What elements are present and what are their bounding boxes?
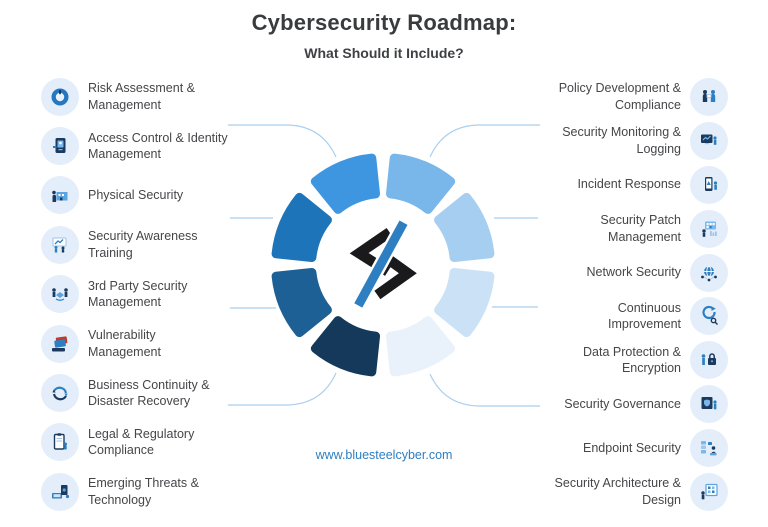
third-party-handshake-icon xyxy=(41,275,79,314)
architecture-blueprint-icon xyxy=(690,472,728,511)
roadmap-item: Data Protection & Encryption xyxy=(547,338,728,382)
ring-segment-8 xyxy=(310,153,381,214)
roadmap-item-label: Legal & Regulatory Compliance xyxy=(88,426,195,458)
roadmap-item: Security Governance xyxy=(547,382,728,426)
roadmap-item: Emerging Threats & Technology xyxy=(41,467,230,516)
page-title: Cybersecurity Roadmap: xyxy=(251,10,517,35)
ring-segment-4 xyxy=(385,316,456,377)
roadmap-item: Risk Assessment & Management xyxy=(41,72,230,121)
bluesteel-lightning-logo xyxy=(349,219,417,309)
id-card-icon xyxy=(41,127,79,166)
roadmap-item: Physical Security xyxy=(41,171,230,220)
roadmap-item-label: Data Protection & Encryption xyxy=(583,344,681,376)
ring-segment-3 xyxy=(434,267,495,338)
roadmap-item: Endpoint Security xyxy=(547,426,728,470)
roadmap-item: 3rd Party Security Management xyxy=(41,270,230,319)
roadmap-item-label: Security Monitoring & Logging xyxy=(562,125,681,156)
header: Cybersecurity Roadmap: What Should it In… xyxy=(0,10,768,61)
ring-segment-7 xyxy=(271,192,332,263)
roadmap-item-label: Security Governance xyxy=(564,396,681,411)
data-lock-icon xyxy=(690,341,728,380)
roadmap-item: Vulnerability Management xyxy=(41,319,230,368)
connector-line xyxy=(429,373,540,407)
roadmap-item: Continuous Improvement xyxy=(547,294,728,338)
roadmap-item: Policy Development & Compliance xyxy=(547,75,728,119)
endpoint-devices-icon xyxy=(690,429,728,468)
continuity-arrows-icon xyxy=(41,374,79,413)
roadmap-item: Incident Response xyxy=(547,163,728,207)
continuous-improvement-icon xyxy=(690,297,728,336)
connector-line xyxy=(228,372,337,406)
legal-clipboard-icon xyxy=(41,423,79,462)
roadmap-item-label: Endpoint Security xyxy=(583,440,681,455)
roadmap-item: Security Awareness Training xyxy=(41,220,230,269)
patch-management-icon xyxy=(690,209,728,248)
roadmap-item-label: Incident Response xyxy=(577,177,681,192)
roadmap-item: Business Continuity & Disaster Recovery xyxy=(41,368,230,417)
connector-line xyxy=(228,124,337,158)
training-presentation-icon xyxy=(41,225,79,264)
roadmap-item-label: Risk Assessment & Management xyxy=(88,81,195,112)
roadmap-item: Security Architecture & Design xyxy=(547,470,728,514)
emerging-tech-icon xyxy=(41,472,79,511)
segmented-ring xyxy=(271,153,495,377)
ring-segment-1 xyxy=(385,153,456,214)
page-subtitle: What Should it Include? xyxy=(304,45,464,61)
vulnerability-laptop-icon xyxy=(41,324,79,363)
roadmap-item: Access Control & Identity Management xyxy=(41,121,230,170)
roadmap-item: Legal & Regulatory Compliance xyxy=(41,418,230,467)
roadmap-item: Security Patch Management xyxy=(547,207,728,251)
roadmap-item-label: Business Continuity & Disaster Recovery xyxy=(88,377,210,409)
website-link[interactable]: www.bluesteelcyber.com xyxy=(315,448,453,462)
roadmap-item: Security Monitoring & Logging xyxy=(547,119,728,163)
roadmap-item-label: Security Architecture & Design xyxy=(554,476,681,507)
roadmap-item-label: Policy Development & Compliance xyxy=(558,81,681,112)
security-guard-icon xyxy=(41,176,79,215)
roadmap-item-label: Emerging Threats & Technology xyxy=(88,476,199,507)
monitoring-screen-icon xyxy=(690,121,728,160)
roadmap-item-label: Security Patch Management xyxy=(600,213,681,244)
roadmap-item-label: Security Awareness Training xyxy=(88,229,198,260)
roadmap-item-label: Continuous Improvement xyxy=(608,300,681,332)
roadmap-item-label: Physical Security xyxy=(88,188,184,203)
ring-segment-5 xyxy=(310,316,381,377)
connector-lines xyxy=(228,124,540,407)
roadmap-item-label: 3rd Party Security Management xyxy=(88,278,188,310)
left-item-column: Risk Assessment & Management Access Cont… xyxy=(41,72,230,517)
right-item-column: Policy Development & Compliance Security… xyxy=(547,75,728,514)
network-globe-icon xyxy=(690,253,728,292)
incident-phone-icon xyxy=(690,165,728,204)
ring-segment-2 xyxy=(434,192,495,263)
connector-line xyxy=(429,124,540,158)
roadmap-item-label: Vulnerability Management xyxy=(88,328,161,359)
roadmap-item: Network Security xyxy=(547,251,728,295)
governance-shield-icon xyxy=(690,385,728,424)
risk-gauge-icon xyxy=(41,77,79,116)
policy-people-icon xyxy=(690,77,728,116)
roadmap-item-label: Access Control & Identity Management xyxy=(88,130,228,162)
roadmap-item-label: Network Security xyxy=(586,265,681,280)
ring-segment-6 xyxy=(271,267,332,338)
